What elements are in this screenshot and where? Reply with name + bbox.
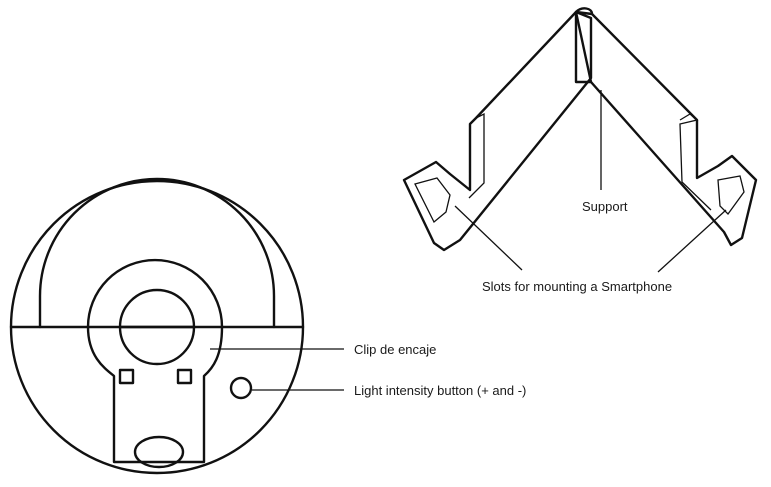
stand-left-slot: [414, 177, 451, 224]
lamp-unit: [9, 177, 305, 475]
leader-slots-right: [657, 209, 727, 273]
clip-square-hole-right: [176, 368, 193, 385]
label-slots: Slots for mounting a Smartphone: [482, 279, 672, 294]
label-support: Support: [582, 199, 628, 214]
stand-spine: [574, 10, 593, 84]
light-intensity-button: [229, 376, 253, 400]
stand-right-arm: [574, 10, 758, 247]
clip-oval-slot: [133, 435, 185, 469]
leader-lines: [210, 90, 727, 391]
support-stand: [402, 7, 758, 252]
label-clip: Clip de encaje: [354, 342, 436, 357]
clip-square-hole-left: [118, 368, 135, 385]
lamp-inner-arch: [38, 177, 276, 329]
stand-top-cap: [574, 7, 594, 16]
label-light-button: Light intensity button (+ and -): [354, 383, 526, 398]
stand-left-arm: [402, 10, 593, 252]
clip-plate: [86, 258, 224, 464]
leader-slots-left: [454, 205, 523, 271]
stand-right-arm-edge: [679, 113, 712, 211]
stand-right-slot: [717, 175, 745, 215]
stand-left-arm-edge: [468, 112, 485, 199]
